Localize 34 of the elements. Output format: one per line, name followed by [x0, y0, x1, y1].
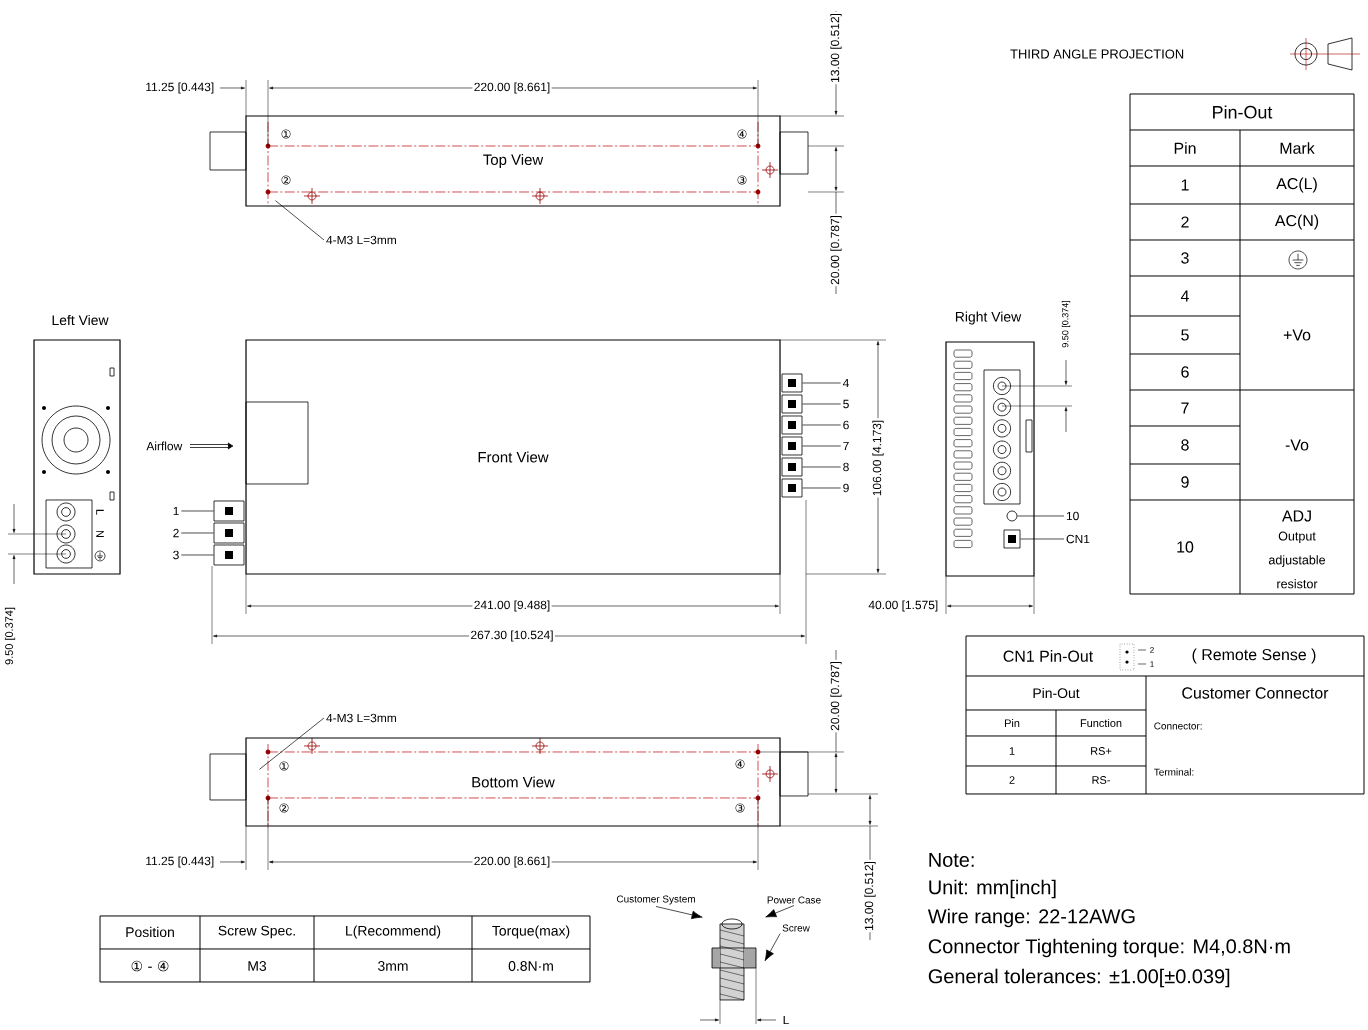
terminal-block	[781, 415, 803, 435]
leader-line	[181, 554, 214, 556]
terminal-block	[781, 373, 803, 393]
leader-line	[181, 532, 214, 534]
leader-line	[802, 403, 842, 405]
leader-line	[181, 510, 214, 512]
leader-line	[802, 487, 842, 489]
terminal-block	[781, 478, 803, 498]
leader-line	[802, 424, 842, 426]
table-heading: Pin-Out	[1213, 105, 1273, 119]
screw-section-drawing	[711, 918, 757, 1001]
leader-line	[259, 717, 325, 770]
leader-line	[764, 933, 781, 962]
note-text: Connector Tightening torque: M4,0.8N·m	[928, 938, 1290, 958]
adjust-knob	[1006, 510, 1018, 522]
leader-line	[802, 445, 842, 447]
terminal-block	[213, 544, 245, 566]
terminal-block	[781, 457, 803, 477]
leader-line	[655, 906, 703, 920]
terminal-block	[781, 436, 803, 456]
leader-line	[802, 382, 842, 384]
terminal-block	[1003, 529, 1021, 549]
leader-line	[1020, 538, 1065, 540]
note-text: Unit: mm[inch]	[929, 879, 1056, 899]
terminal-block	[213, 500, 245, 522]
note-text: General tolerances: ±1.00[±0.039]	[928, 968, 1230, 988]
leader-line	[1017, 515, 1065, 517]
note-text: Note:	[929, 853, 974, 867]
terminal-block	[781, 394, 803, 414]
note-text: Wire range: 22-12AWG	[927, 908, 1135, 928]
leader-line	[275, 200, 325, 241]
leader-line	[802, 466, 842, 468]
leader-line	[765, 905, 795, 918]
terminal-block	[213, 522, 245, 544]
